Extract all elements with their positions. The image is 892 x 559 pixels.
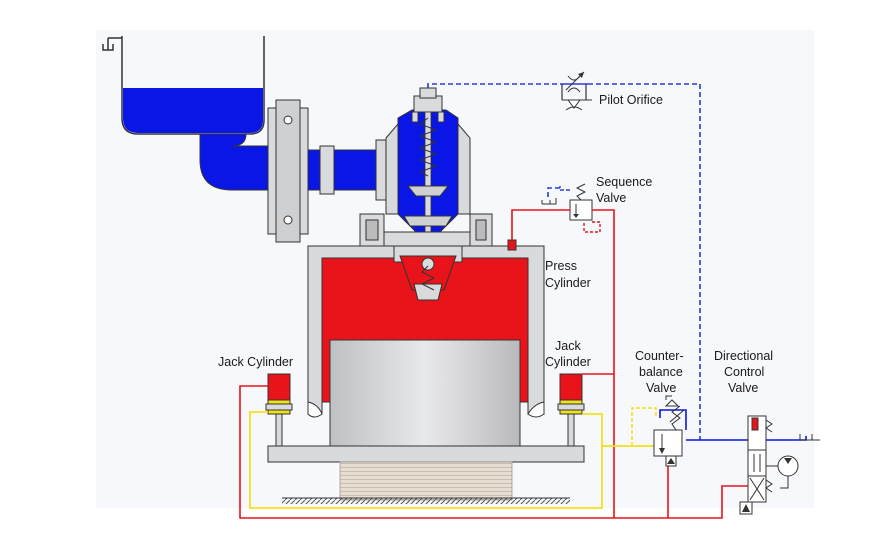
- jack-cylinder-right-label-1: Jack: [555, 339, 581, 353]
- pilot-orifice-label: Pilot Orifice: [599, 93, 663, 107]
- counterbalance-pilot-dashed: [631, 407, 657, 446]
- directional-label-2: Control: [724, 365, 764, 379]
- prefill-valve: [385, 87, 471, 237]
- supply-tank: [102, 36, 265, 135]
- directional-label-3: Valve: [728, 381, 758, 395]
- sequence-valve: [541, 183, 601, 233]
- jack-cylinder-right: [557, 373, 585, 447]
- directional-control-valve: [686, 415, 820, 515]
- sequence-valve-label-1: Sequence: [596, 175, 652, 189]
- return-lines: [249, 411, 654, 509]
- sequence-valve-label-2: Valve: [596, 191, 626, 205]
- press-cylinder-label-2: Cylinder: [545, 276, 591, 290]
- counterbalance-label-1: Counter-: [635, 349, 684, 363]
- counterbalance-label-2: balance: [639, 365, 683, 379]
- directional-label-1: Directional: [714, 349, 773, 363]
- counterbalance-label-3: Valve: [646, 381, 676, 395]
- pilot-orifice: [560, 71, 592, 111]
- pilot-line: [427, 83, 701, 440]
- counterbalance-valve: [653, 395, 687, 467]
- pressure-lines: [239, 209, 748, 519]
- supply-pipe: [199, 99, 387, 243]
- press-cylinder: [307, 213, 545, 447]
- jack-cylinder-left: [265, 373, 293, 447]
- jack-cylinder-left-label: Jack Cylinder: [218, 355, 293, 369]
- jack-cylinder-right-label-2: Cylinder: [545, 355, 591, 369]
- press-cylinder-label-1: Press: [545, 259, 577, 273]
- press-platen: [267, 445, 585, 504]
